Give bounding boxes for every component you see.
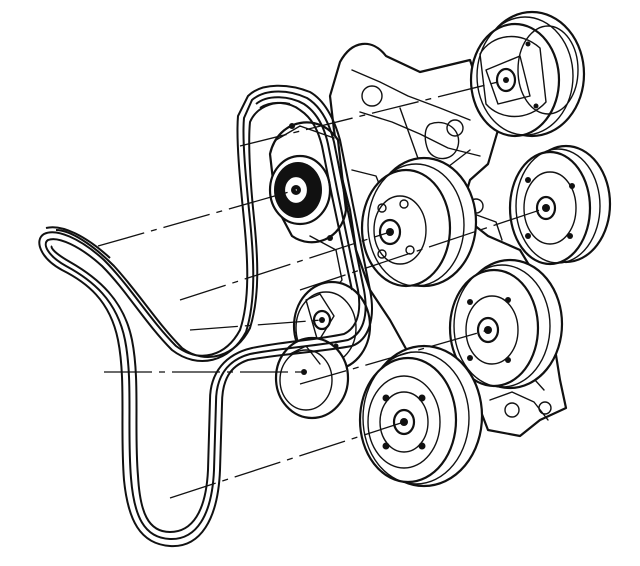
- serpentine-belt: [38, 84, 373, 548]
- generator-pulley: [448, 258, 564, 390]
- tensioner-pulley: [268, 121, 348, 301]
- engine-front-bracket: [328, 42, 568, 438]
- water-pump-pulley: [360, 156, 478, 288]
- power-steering-pulley: [508, 144, 612, 266]
- alignment-leader-lines: [97, 79, 547, 499]
- lower-pulley: [274, 336, 350, 420]
- ac-compressor-pulley: [469, 10, 586, 138]
- crankshaft-balancer: [358, 344, 484, 488]
